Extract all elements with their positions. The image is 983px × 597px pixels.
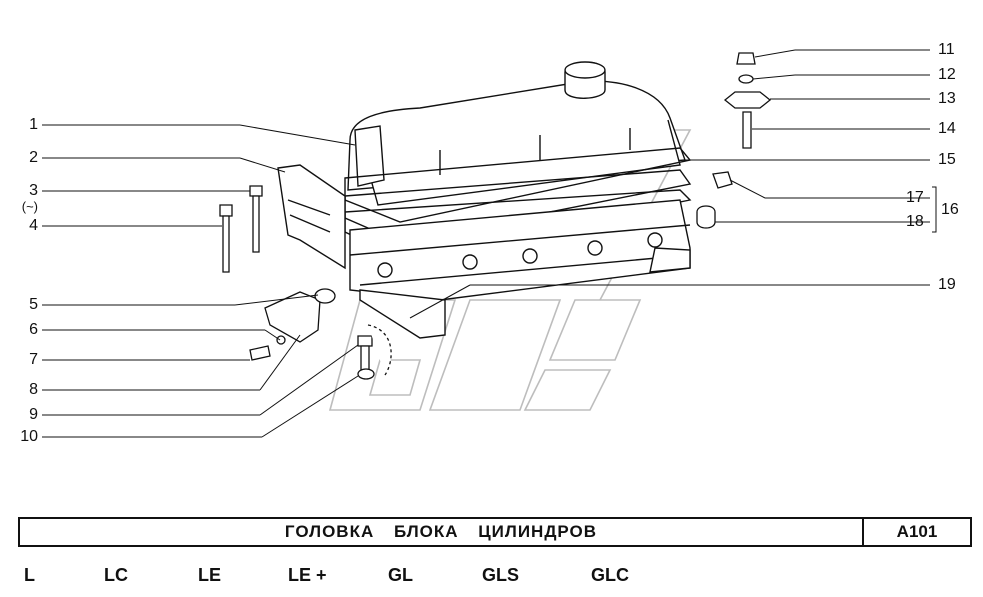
stud-parts — [696, 52, 772, 229]
callout-7: 7 — [29, 351, 38, 368]
callout-16: 16 — [941, 201, 959, 218]
diagram-drawing — [42, 49, 937, 438]
callout-14: 14 — [938, 120, 956, 137]
side-bracket — [277, 164, 346, 270]
version-lc: LC — [104, 565, 128, 585]
callout-3: 3 — [29, 182, 38, 199]
page-title: ГОЛОВКА БЛОКА ЦИЛИНДРОВ — [284, 522, 598, 541]
cylinder-head — [349, 199, 691, 339]
version-glc: GLC — [591, 565, 629, 585]
version-gls: GLS — [482, 565, 520, 585]
leader-lines — [42, 49, 937, 438]
callout-17: 17 — [906, 189, 924, 206]
version-l: L — [24, 565, 35, 585]
callout-1: 1 — [29, 116, 38, 133]
title-bar: ГОЛОВКА БЛОКА ЦИЛИНДРОВ A101 — [18, 517, 972, 547]
callout-8: 8 — [29, 381, 38, 398]
callout-19: 19 — [938, 276, 956, 293]
title-divider — [862, 519, 864, 545]
valve-cover — [347, 61, 686, 206]
callout-5: 5 — [29, 296, 38, 313]
callout-4: 4 — [29, 217, 38, 234]
callout-9: 9 — [29, 406, 38, 423]
bracket-5 — [249, 288, 336, 361]
version-gl: GL — [388, 565, 413, 585]
callout-2: 2 — [29, 149, 38, 166]
bolt-9 — [357, 324, 392, 380]
callout-11: 11 — [938, 41, 955, 58]
callout-18: 18 — [906, 213, 924, 230]
callout-15: 15 — [938, 151, 956, 168]
callout-12: 12 — [938, 66, 956, 83]
callout-13: 13 — [938, 90, 956, 107]
versions-row: L LC LE LE + GL GLS GLC — [0, 565, 983, 589]
version-le: LE — [198, 565, 222, 585]
callout-approx: (~) — [21, 199, 38, 214]
version-le-plus: LE + — [288, 565, 327, 585]
diagram-code: A101 — [896, 522, 938, 541]
bolts-left — [219, 185, 263, 273]
callout-6: 6 — [29, 321, 38, 338]
callout-10: 10 — [20, 428, 38, 445]
